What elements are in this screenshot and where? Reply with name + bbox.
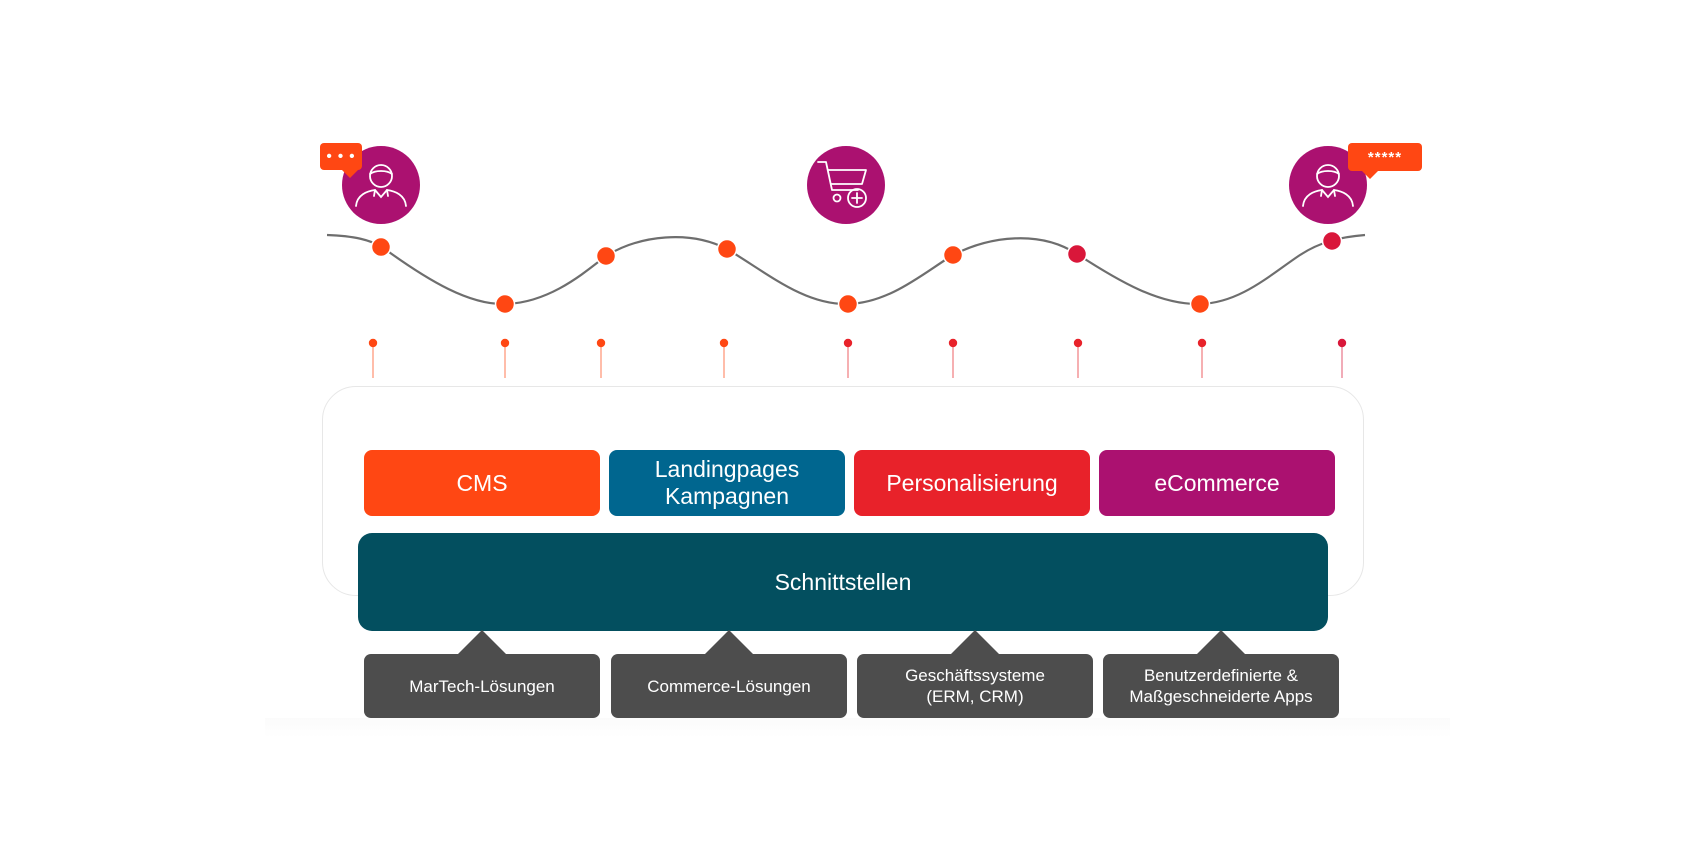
customer-person-icon bbox=[1289, 146, 1367, 224]
module-personalisierung: Personalisierung bbox=[854, 450, 1090, 516]
bottom-shade bbox=[265, 718, 1450, 738]
connector-pins bbox=[368, 338, 1347, 378]
system-custom-apps: Benutzerdefinierte & Maßgeschneiderte Ap… bbox=[1103, 654, 1339, 718]
connector-pin bbox=[1073, 338, 1083, 378]
journey-point bbox=[1189, 293, 1211, 315]
connector-pin bbox=[1337, 338, 1347, 378]
connector-pin bbox=[843, 338, 853, 378]
connector-pin bbox=[1197, 338, 1207, 378]
interface-bar: Schnittstellen bbox=[358, 533, 1328, 631]
customer-journey bbox=[326, 146, 1367, 378]
system-business: Geschäftssysteme (ERM, CRM) bbox=[857, 654, 1093, 718]
connector-pin bbox=[948, 338, 958, 378]
connector-pin bbox=[500, 338, 510, 378]
module-cms: CMS bbox=[364, 450, 600, 516]
connector-notch bbox=[457, 630, 507, 655]
journey-points bbox=[370, 230, 1343, 315]
module-landingpages-kampagnen: Landingpages Kampagnen bbox=[609, 450, 845, 516]
module-ecommerce: eCommerce bbox=[1099, 450, 1335, 516]
connector-notch bbox=[704, 630, 754, 655]
journey-point bbox=[1066, 243, 1088, 265]
journey-point bbox=[716, 238, 738, 260]
journey-point bbox=[494, 293, 516, 315]
connector-pin bbox=[368, 338, 378, 378]
journey-point bbox=[1321, 230, 1343, 252]
connector-notch bbox=[1196, 630, 1246, 655]
system-commerce: Commerce-Lösungen bbox=[611, 654, 847, 718]
journey-point bbox=[837, 293, 859, 315]
journey-point bbox=[370, 236, 392, 258]
system-martech: MarTech-Lösungen bbox=[364, 654, 600, 718]
journey-point bbox=[595, 245, 617, 267]
connector-notch bbox=[950, 630, 1000, 655]
rating-bubble: ***** bbox=[1348, 143, 1422, 179]
journey-point bbox=[942, 244, 964, 266]
shopping-cart-add-icon bbox=[807, 146, 885, 224]
connector-pin bbox=[719, 338, 729, 378]
connector-pin bbox=[596, 338, 606, 378]
journey-curve bbox=[326, 233, 1366, 306]
chat-bubble-icon: • • • bbox=[320, 143, 362, 178]
